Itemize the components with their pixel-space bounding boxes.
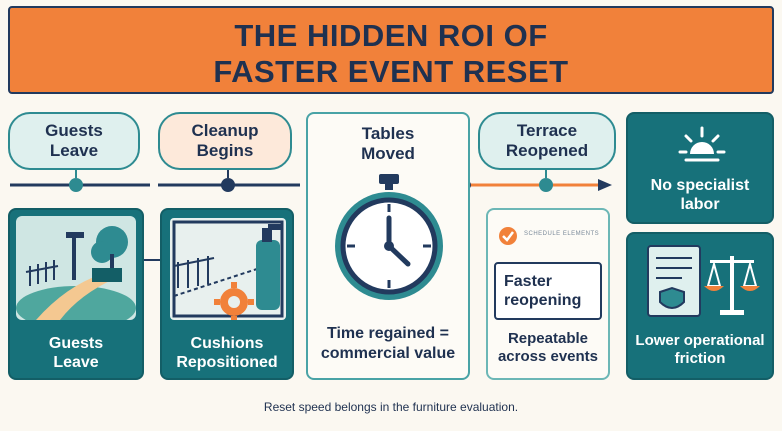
tables-moved-card: Tables Moved Time regained = commercial … [306,112,470,380]
cushions-repositioned-card: Cushions Repositioned [160,208,294,380]
timeline-dot-4 [539,178,553,192]
repeatable-line-1: Repeatable [507,330,589,347]
title-line-2: FASTER EVENT RESET [213,54,569,89]
check-circle-icon [499,227,517,245]
lower-friction-line-2: friction [674,350,726,367]
title-banner: THE HIDDEN ROI OF FASTER EVENT RESET [8,6,774,94]
guests-leave-line-1: Guests [48,335,104,352]
faster-reopening-line-2: reopening [504,292,582,309]
reopening-card: SCHEDULE ELEMENTS Faster reopening Repea… [486,208,610,380]
no-specialist-line-2: labor [680,196,720,213]
timeline-dot-2 [221,178,235,192]
title-line-1: THE HIDDEN ROI OF [234,18,548,53]
timeline-dot-1 [69,178,83,192]
tables-moved-line-1: Tables [361,124,415,143]
cushions-line-2: Repositioned [176,354,278,371]
step-cleanup-begins: Cleanup Begins [158,112,292,170]
lower-friction-line-1: Lower operational [635,332,765,349]
step-line: Cleanup [191,121,259,140]
cleanup-illustration [170,218,286,320]
lower-friction-card: Lower operational friction [626,232,774,380]
step-guests-leave: Guests Leave [8,112,140,170]
time-regained-line-1: Time regained = [327,325,449,342]
step-line: Guests [45,121,103,140]
connector-line [144,259,162,261]
faster-reopening-line-1: Faster [504,273,553,290]
step-line: Begins [196,141,254,160]
sun-icon [678,126,726,162]
step-line: Terrace [516,121,578,140]
document-scale-icon [647,245,760,317]
step-line: Reopened [505,141,589,160]
clock-icon [335,174,443,300]
footer-note: Reset speed belongs in the furniture eva… [263,400,519,414]
cushions-line-1: Cushions [190,335,264,352]
guests-leave-line-2: Leave [53,354,99,371]
guests-leave-card: Guests Leave [8,208,144,380]
checklist-text: SCHEDULE ELEMENTS [524,231,600,237]
no-specialist-labor-card: No specialist labor [626,112,774,224]
garden-illustration [16,216,136,320]
faster-reopening-box: Faster reopening [494,262,602,320]
repeatable-line-2: across events [497,348,599,365]
step-line: Leave [49,141,99,160]
tables-moved-line-2: Moved [361,144,415,163]
step-terrace-reopened: Terrace Reopened [478,112,616,170]
time-regained-line-2: commercial value [320,345,456,362]
no-specialist-line-1: No specialist [650,177,750,194]
timeline-arrowhead [598,179,612,191]
